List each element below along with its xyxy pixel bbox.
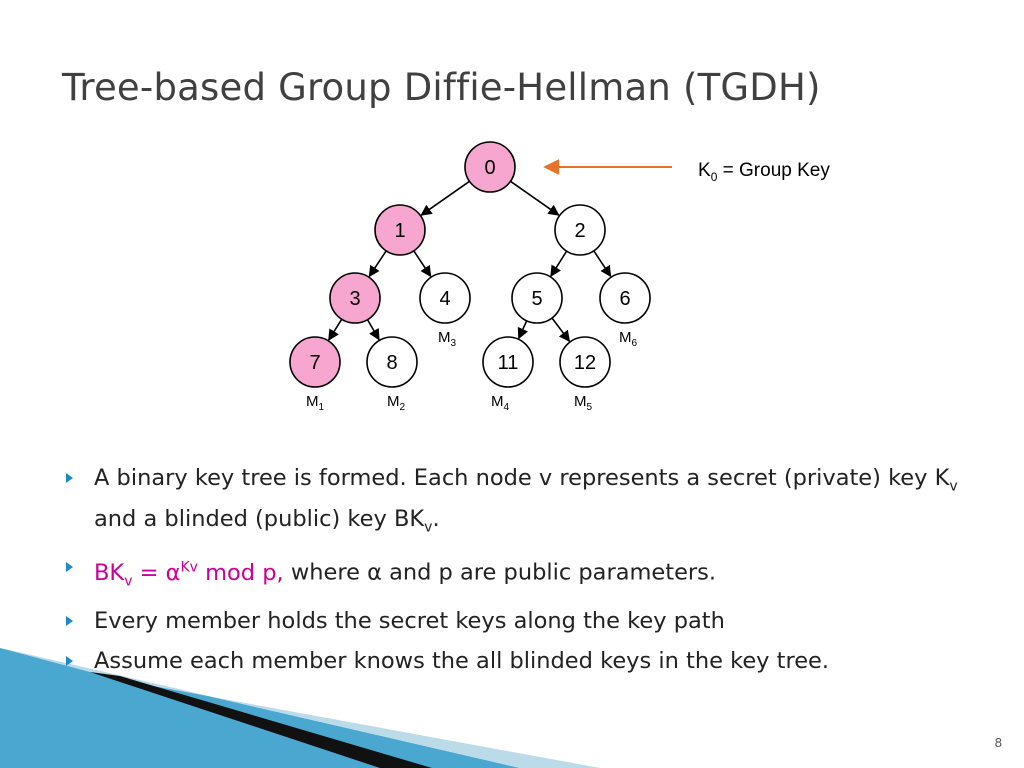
- tree-node-circle: [374, 204, 426, 256]
- tree-node-circle: [599, 272, 651, 324]
- bullet-2-formula: BKv = αKv mod p,: [94, 559, 284, 589]
- tree-edge-1-3: [368, 250, 387, 278]
- bullet-1-sub-a: v: [949, 478, 958, 495]
- bullet-item-4: Assume each member knows the all blinded…: [64, 645, 1004, 677]
- tree-node-12: 12: [559, 336, 611, 388]
- tree-edge-2-6: [593, 250, 612, 278]
- bullet-item-1: A binary key tree is formed. Each node v…: [64, 462, 1004, 543]
- bullet-1-text-c: .: [432, 505, 440, 532]
- tree-node-circle: [464, 141, 516, 193]
- tree-node-1: 1: [374, 204, 426, 256]
- tree-node-label: 8: [386, 352, 397, 374]
- slide-title: Tree-based Group Diffie-Hellman (TGDH): [62, 66, 821, 109]
- bullet-item-2: BKv = αKv mod p, where α and p are publi…: [64, 551, 1004, 597]
- tree-edge-2-5: [550, 250, 568, 277]
- tree-node-0: 0: [464, 141, 516, 193]
- tree-node-6: 6: [599, 272, 651, 324]
- tree-node-circle: [482, 336, 534, 388]
- group-key-note: K0 = Group Key: [698, 160, 830, 184]
- key-note-text: = Group Key: [717, 160, 830, 181]
- member-label-M2: M2: [387, 393, 406, 413]
- tree-edge-0-2: [510, 180, 560, 216]
- formula-bk: BK: [94, 559, 125, 586]
- tree-node-circle: [554, 204, 606, 256]
- bullet-4-text: Assume each member knows the all blinded…: [94, 648, 830, 674]
- member-label-M5: M5: [574, 393, 593, 413]
- tree-node-label: 4: [439, 288, 450, 310]
- tree-node-2: 2: [554, 204, 606, 256]
- tree-edge-3-8: [366, 319, 380, 341]
- tree-node-label: 11: [498, 352, 519, 374]
- tree-node-label: 2: [574, 220, 585, 242]
- tree-node-label: 0: [484, 157, 495, 179]
- triangle-bullet-icon: [66, 656, 73, 666]
- formula-sup: Kv: [180, 559, 198, 575]
- tree-node-circle: [366, 336, 418, 388]
- bullet-1-text-a: A binary key tree is formed. Each node v…: [94, 465, 950, 491]
- tree-node-11: 11: [482, 336, 534, 388]
- key-note-symbol: K: [698, 160, 711, 181]
- formula-mod: mod p,: [197, 559, 284, 586]
- tree-edge-3-7: [328, 318, 343, 341]
- page-number: 8: [994, 735, 1002, 750]
- tree-node-label: 7: [309, 352, 320, 374]
- bullet-1-sub-b: v: [424, 519, 433, 535]
- tree-edge-5-12: [551, 317, 571, 343]
- tree-node-circle: [329, 272, 381, 324]
- tree-node-circle: [511, 272, 563, 324]
- member-label-M1: M1: [306, 393, 325, 413]
- tree-node-7: 7: [289, 336, 341, 388]
- tree-node-circle: [419, 272, 471, 324]
- bullet-list: A binary key tree is formed. Each node v…: [64, 462, 1004, 685]
- bullet-3-text: Every member holds the secret keys along…: [94, 608, 725, 634]
- tree-edge-1-4: [413, 250, 432, 278]
- tree-node-label: 12: [574, 352, 596, 374]
- triangle-bullet-icon: [66, 562, 73, 572]
- tree-node-label: 6: [619, 288, 630, 310]
- key-note-subscript: 0: [710, 169, 718, 184]
- bullet-1-text-b: and a blinded (public) key BK: [94, 505, 425, 532]
- triangle-bullet-icon: [66, 473, 73, 483]
- tree-edges: [328, 180, 612, 343]
- member-label-M6: M6: [619, 329, 638, 349]
- tree-node-circle: [559, 336, 611, 388]
- tree-node-8: 8: [366, 336, 418, 388]
- member-label-M4: M4: [491, 393, 510, 413]
- tree-node-label: 5: [531, 288, 542, 310]
- formula-eq: = α: [132, 559, 181, 586]
- swoosh-black-band: [90, 672, 432, 768]
- triangle-bullet-icon: [66, 616, 73, 626]
- tree-node-4: 4: [419, 272, 471, 324]
- bullet-item-3: Every member holds the secret keys along…: [64, 605, 1004, 637]
- tree-edge-5-11: [517, 320, 528, 340]
- tree-node-label: 1: [394, 220, 405, 242]
- tree-node-label: 3: [349, 288, 360, 310]
- member-label-M3: M3: [438, 329, 457, 349]
- tree-node-circle: [289, 336, 341, 388]
- tree-edge-0-1: [420, 180, 470, 216]
- tree-node-3: 3: [329, 272, 381, 324]
- tree-node-5: 5: [511, 272, 563, 324]
- bullet-2-text: where α and p are public parameters.: [283, 559, 717, 586]
- formula-bk-sub: v: [124, 573, 133, 589]
